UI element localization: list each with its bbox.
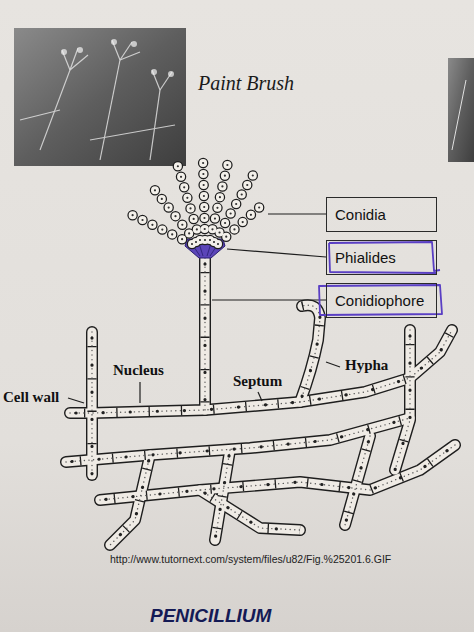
hyphae (66, 258, 455, 545)
label-box: Conidiophore (326, 283, 437, 318)
part-label: Septum (233, 373, 282, 390)
paint-brush-photo (14, 28, 186, 166)
box-label: Conidia (335, 206, 386, 223)
part-label: Nucleus (113, 362, 164, 379)
part-label: Hypha (345, 357, 388, 374)
edge-photo (448, 58, 474, 162)
caption: PENICILLIUM (150, 605, 271, 627)
label-box: Phialides (326, 240, 437, 275)
part-label: Cell wall (3, 389, 59, 406)
conidia-chains (126, 158, 262, 244)
page-heading: Paint Brush (198, 72, 294, 95)
source-url: http://www.tutornext.com/system/files/u8… (110, 553, 391, 565)
label-box: Conidia (326, 197, 437, 232)
box-label: Conidiophore (335, 292, 424, 309)
leader-lines (68, 214, 340, 403)
box-label: Phialides (335, 249, 396, 266)
handwritten-marks (319, 242, 442, 315)
